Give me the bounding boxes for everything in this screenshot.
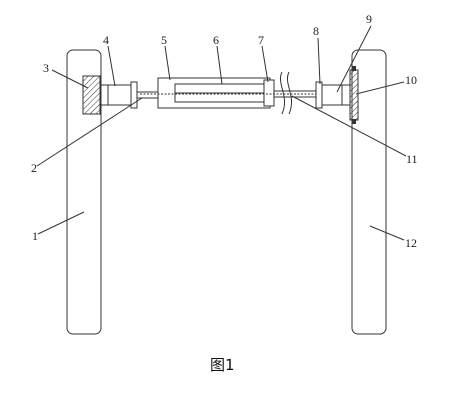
break-symbol [280, 71, 286, 115]
right-mount-plate [349, 69, 359, 121]
right-post [351, 49, 387, 335]
end-collar [263, 79, 275, 107]
right-coupling [321, 84, 351, 106]
label-12: 12 [405, 236, 417, 250]
label-1: 1 [32, 229, 38, 243]
right-flange [315, 81, 323, 109]
right-mount-tab-bottom [352, 119, 356, 124]
right-mount-tab-top [352, 66, 356, 71]
label-2: 2 [31, 161, 37, 175]
left-mount-block [82, 75, 101, 115]
label-7: 7 [258, 33, 264, 47]
label-5: 5 [161, 33, 167, 47]
label-10: 10 [405, 73, 417, 87]
label-4: 4 [103, 33, 109, 47]
left-flange [130, 81, 138, 109]
label-8: 8 [313, 24, 319, 38]
left-post [66, 49, 102, 335]
figure-caption: 图1 [210, 356, 235, 374]
label-6: 6 [213, 33, 219, 47]
left-coupling [100, 84, 132, 106]
label-11: 11 [406, 152, 418, 166]
label-3: 3 [43, 61, 49, 75]
label-9: 9 [366, 12, 372, 26]
